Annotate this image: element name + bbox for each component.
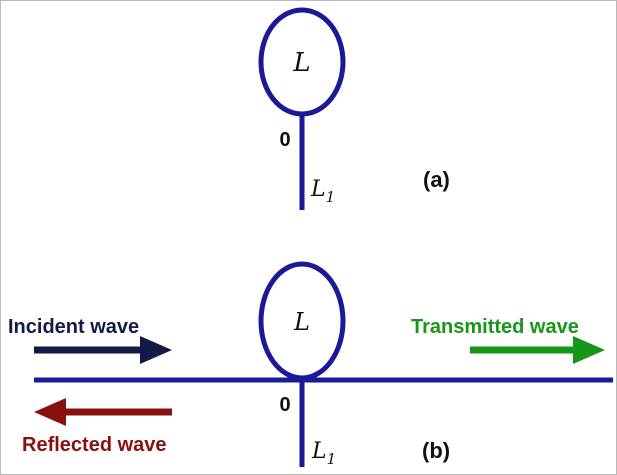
stub-label-a-sub: 1 [326, 188, 336, 206]
panel-b: L 0 L1 (b) Incident wave Transmitted wav… [8, 261, 613, 468]
stub-label-b-main: L [311, 439, 327, 464]
panel-a: L 0 L1 (a) [258, 7, 450, 210]
transmitted-arrow [470, 336, 605, 364]
incident-arrow [34, 336, 172, 364]
node-label-b: 0 [279, 394, 290, 416]
incident-wave-label: Incident wave [8, 316, 139, 338]
caption-a: (a) [423, 167, 450, 192]
loop-label-b: L [293, 308, 310, 336]
transmitted-wave-label: Transmitted wave [411, 316, 579, 338]
reflected-wave-label: Reflected wave [22, 434, 167, 456]
stub-label-a-main: L [310, 177, 326, 202]
stub-label-b-sub: 1 [327, 450, 337, 468]
node-label-a: 0 [279, 129, 290, 151]
reflected-arrow [34, 398, 172, 426]
loop-label-a: L [292, 48, 310, 78]
stub-label-a: L1 [310, 177, 335, 206]
stub-label-b: L1 [311, 439, 336, 468]
caption-b: (b) [422, 438, 450, 463]
